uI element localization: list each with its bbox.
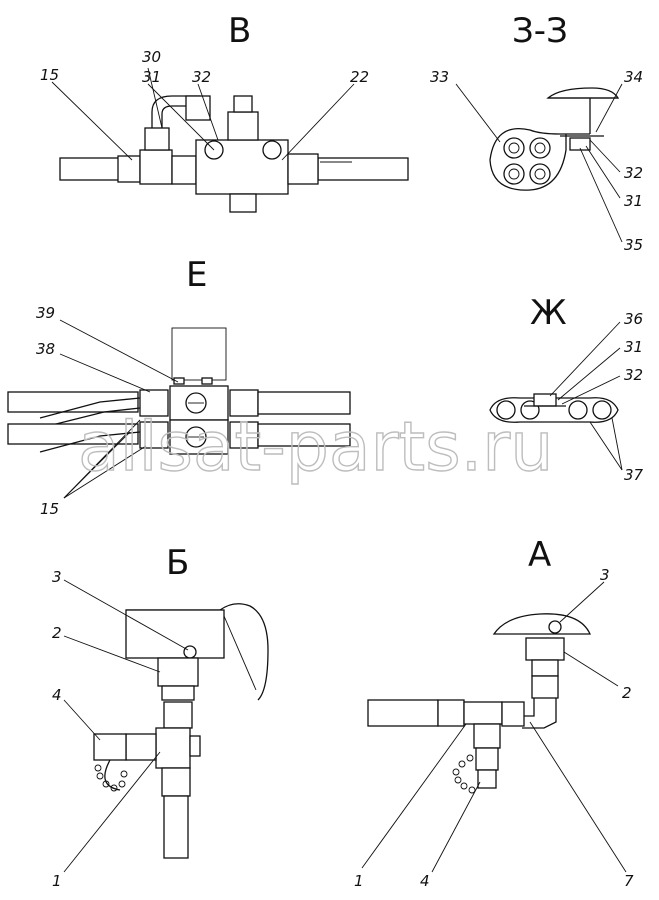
right-fitting [287,153,319,185]
tee-body [139,149,173,185]
callout-15-e: 15 [40,500,59,518]
tee-1-b [155,727,191,769]
hose-upper [7,391,139,413]
callout-2-a: 2 [622,684,632,702]
quick-coupler-4-a [475,747,499,771]
view-b: Б 3 2 4 1 [52,543,269,890]
port-32-b [262,140,282,160]
tank-bottom [125,609,225,659]
elbow-base [144,127,170,151]
fitting-center [171,155,197,185]
top-cap [233,95,253,113]
callout-31-z3: 31 [624,192,643,210]
callout-37: 37 [624,466,644,484]
view-b-title: Б [166,543,189,583]
watermark: allsat-parts.ru [78,408,553,487]
callout-31-zh: 31 [624,338,643,356]
callout-35: 35 [624,236,643,254]
callout-36: 36 [624,310,643,328]
callout-31: 31 [142,68,161,86]
callout-15: 15 [40,66,59,84]
mount-cap [546,87,620,99]
clamp-37 [489,397,619,423]
hose-left [59,157,121,181]
view-v-title: В [228,11,251,51]
callout-7: 7 [624,872,634,890]
callout-32-z3: 32 [624,164,643,182]
plug-3-a [548,620,562,634]
nut-31 [569,137,591,151]
view-v: В 15 30 31 32 22 [40,11,409,213]
view-zh-title: Ж [530,293,567,333]
callout-3-a: 3 [600,566,610,584]
view-z3: З-З 33 34 32 31 35 [430,11,643,254]
tank-wall [126,603,269,701]
callout-30: 30 [142,48,161,66]
callout-2-b: 2 [52,624,62,642]
view-zh: Ж 36 31 32 37 [489,293,644,484]
callout-4-a: 4 [420,872,430,890]
view-e: Е 39 38 15 [7,255,351,518]
elbow-fitting-30 [185,95,211,121]
callout-1-b: 1 [52,872,62,890]
adapter-2-a [525,637,565,661]
quick-coupler-4-b [93,733,127,761]
view-z3-title: З-З [512,11,568,51]
tee-1-a [463,701,503,725]
callout-4-b: 4 [52,686,62,704]
top-nut [227,111,259,141]
bolt-36 [533,393,557,407]
callout-3-b: 3 [52,568,62,586]
callout-32-zh: 32 [624,366,643,384]
bracket-plate [171,327,227,381]
callout-22: 22 [350,68,369,86]
bottom-fitting [229,193,257,213]
fitting-15-upper [139,389,169,417]
cap-a [492,613,592,635]
callout-33: 33 [430,68,449,86]
view-e-title: Е [186,255,207,295]
callout-1-a: 1 [354,872,364,890]
hose-b [163,795,189,859]
callout-34: 34 [624,68,643,86]
view-a-title: А [528,535,551,575]
hose-right [317,157,409,181]
clamp-33 [489,128,590,191]
fitting-15-lower [139,421,169,449]
fitting-15 [117,155,141,183]
plug-3-b [183,645,197,659]
callout-38: 38 [36,340,55,358]
hose-lower [7,423,139,445]
callout-39: 39 [36,304,55,322]
hose-a [367,699,439,727]
adapter-2-b [157,657,199,687]
pipe-bend [151,95,200,128]
view-a: А 3 2 1 4 7 [354,535,634,890]
callout-32: 32 [192,68,211,86]
